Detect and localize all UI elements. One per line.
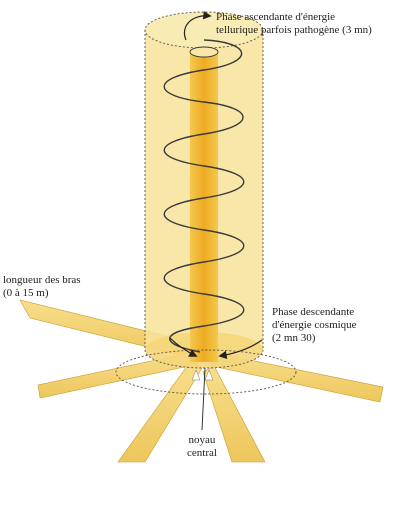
descending-phase-line2: d'énergie cosmique	[272, 319, 357, 331]
helix-spiral	[163, 39, 245, 353]
ascending-phase-label: Phase ascendante d'énergie tellurique pa…	[216, 11, 372, 37]
core-leader-line	[201, 367, 206, 431]
arm-length-line2: (0 à 15 m)	[3, 287, 49, 299]
core-marker-right	[204, 369, 214, 381]
arm-south-left	[117, 361, 203, 463]
ascending-arrow	[183, 11, 212, 41]
arm-length-label: longueur des bras (0 à 15 m)	[3, 274, 81, 300]
base-ellipse	[115, 349, 297, 395]
arm-length-line1: longueur des bras	[3, 274, 81, 286]
core-label-line1: noyau	[188, 434, 216, 446]
core-label-line2: central	[187, 447, 217, 459]
core-label: noyau central	[176, 434, 228, 460]
central-column	[189, 46, 219, 362]
descending-phase-line3: (2 mn 30)	[272, 332, 316, 344]
descending-phase-label: Phase descendante d'énergie cosmique (2 …	[272, 306, 357, 345]
descending-phase-line1: Phase descendante	[272, 306, 355, 318]
core-marker-left	[191, 369, 201, 381]
ascending-phase-line2: tellurique parfois pathogène (3 mn)	[216, 24, 372, 36]
ascending-phase-line1: Phase ascendante d'énergie	[216, 11, 336, 23]
descending-arrow-left	[169, 337, 198, 357]
descending-arrow-right	[218, 339, 263, 360]
